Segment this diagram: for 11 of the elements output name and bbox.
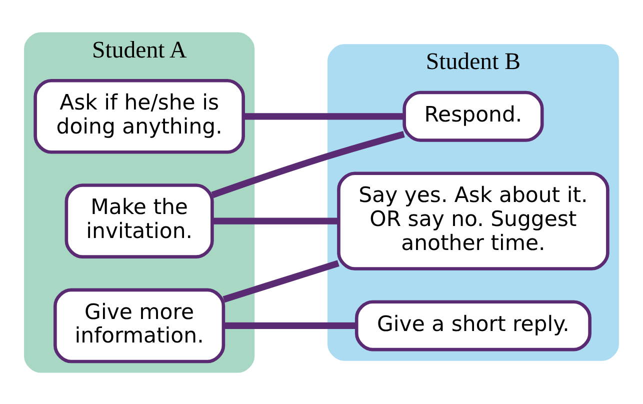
node-box: Ask if he/she is doing anything. bbox=[34, 78, 245, 154]
node-box: Respond. bbox=[402, 90, 544, 142]
node-box: Make the invitation. bbox=[64, 183, 214, 258]
connector bbox=[212, 217, 338, 224]
node-box: Give more information. bbox=[54, 288, 226, 363]
connector bbox=[211, 130, 405, 198]
connector bbox=[222, 260, 340, 302]
connector bbox=[224, 322, 356, 329]
node-box: Give a short reply. bbox=[354, 300, 592, 351]
node-box: Say yes. Ask about it. OR say no. Suggest another time. bbox=[337, 171, 610, 270]
connector bbox=[244, 112, 404, 120]
